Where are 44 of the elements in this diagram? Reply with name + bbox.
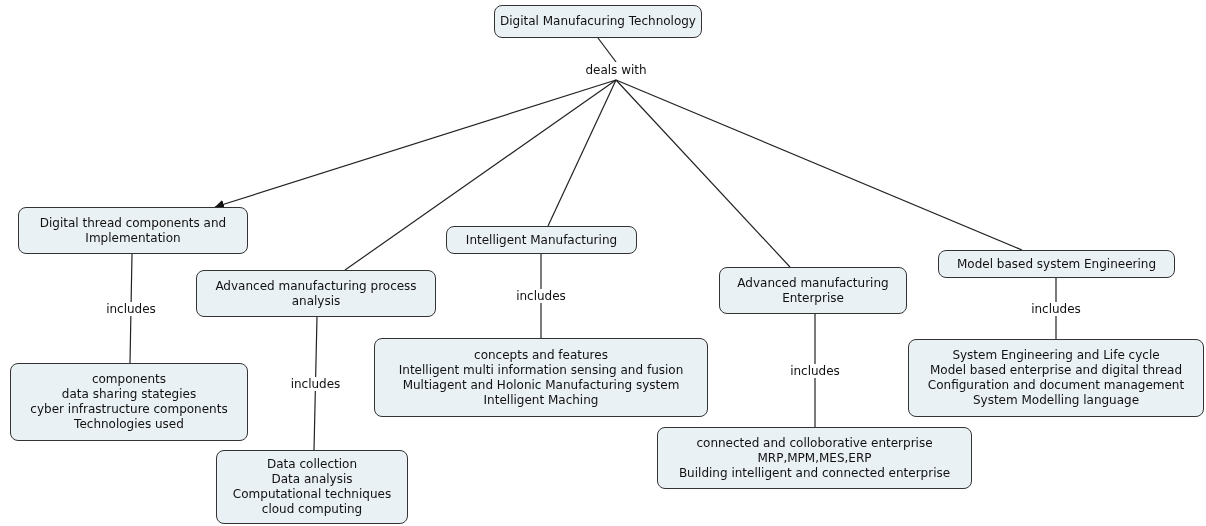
list-item-text: components xyxy=(91,372,167,387)
concept-box: Digital Manufacuring Technology xyxy=(494,5,702,38)
list-item-text: Building intelligent and connected enterprise xyxy=(678,465,951,481)
connector-line xyxy=(814,313,816,428)
connector-line xyxy=(313,316,318,451)
edge-label: includes xyxy=(289,376,342,391)
concept-list-box xyxy=(908,339,1204,417)
edge-label: includes xyxy=(515,289,567,303)
concept-list-box xyxy=(10,363,248,441)
list-item-text: MRP,MPM,MES,ERP xyxy=(757,450,872,466)
connector-line xyxy=(547,79,617,227)
list-item-text: Data collection xyxy=(266,457,357,472)
concept-box: Digital thread components and Implementation xyxy=(18,207,248,254)
list-item-text: cyber infrastructure components xyxy=(30,402,228,417)
connector-line xyxy=(615,79,791,268)
list-item-text: Configuration and document management xyxy=(927,378,1185,393)
list-item-text: System Modelling language xyxy=(972,393,1140,408)
list-item-text: data sharing stategies xyxy=(61,387,197,402)
concept-list-box xyxy=(657,427,972,489)
list-item-text: Computational techniques xyxy=(232,487,392,502)
connector-line xyxy=(597,37,617,63)
list-item-text: concepts and features xyxy=(474,347,608,363)
concept-box: Intelligent Manufacturing xyxy=(446,226,637,254)
list-item-text: Data analysis xyxy=(271,472,353,487)
arrow xyxy=(214,79,617,209)
connector-line xyxy=(344,79,617,271)
list-item-text: Multiagent and Holonic Manufacturing system xyxy=(402,377,680,393)
concept-box: Advanced manufacturing process analysis xyxy=(196,270,436,317)
concept-box: Advanced manufacturing Enterprise xyxy=(719,267,907,314)
edge-label: includes xyxy=(105,301,157,316)
concept-list-box xyxy=(374,338,708,417)
edge-label: includes xyxy=(789,363,841,378)
list-item-text: connected and colloborative enterprise xyxy=(696,435,933,451)
list-item-text: Model based enterprise and digital thread xyxy=(929,363,1183,378)
concept-list-box xyxy=(216,450,408,524)
connector-line xyxy=(615,79,1023,251)
edge-label: includes xyxy=(1030,301,1082,316)
list-item-text: System Engineering and Life cycle xyxy=(952,348,1160,363)
list-item-text: Technologies used xyxy=(74,417,184,432)
list-item-text: cloud computing xyxy=(261,502,363,517)
concept-box: Model based system Engineering xyxy=(938,250,1175,278)
list-item-text: Intelligent Maching xyxy=(483,392,599,408)
list-item-text: Intelligent multi information sensing and fusion xyxy=(398,362,684,378)
connector-line xyxy=(540,253,542,339)
